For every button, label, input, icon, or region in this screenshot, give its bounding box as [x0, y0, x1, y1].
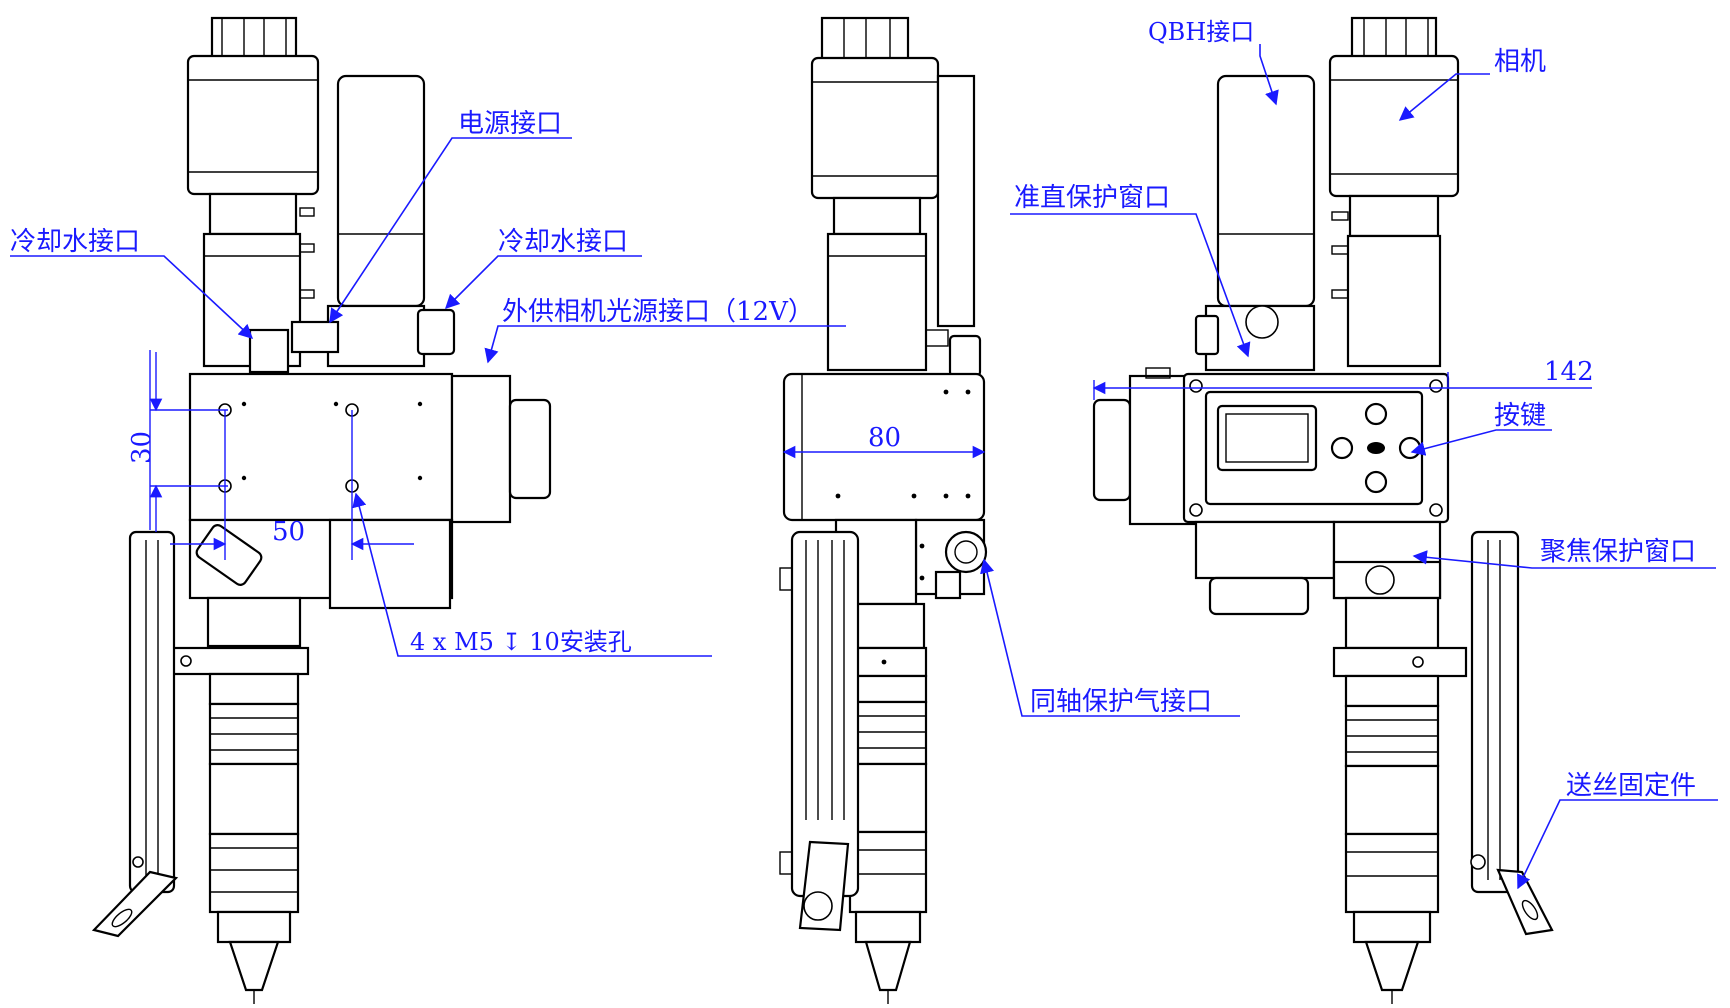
dim-80: 80 — [868, 423, 901, 453]
dim-50: 50 — [272, 517, 305, 547]
label-focus-window: 聚焦保护窗口 — [1540, 537, 1696, 567]
center-view — [779, 16, 988, 1004]
left-view — [91, 16, 552, 1004]
right-view — [1092, 16, 1554, 1004]
dimension-labels: 30 50 80 142 — [127, 357, 1594, 547]
label-cooling-water-left: 冷却水接口 — [10, 227, 140, 257]
label-keys: 按键 — [1494, 401, 1546, 431]
label-power-port: 电源接口 — [458, 109, 562, 139]
label-wire-feed-fixture: 送丝固定件 — [1566, 771, 1696, 801]
dim-30: 30 — [127, 431, 157, 464]
label-camera-light-port: 外供相机光源接口（12V） — [502, 297, 814, 327]
dim-142: 142 — [1544, 357, 1594, 387]
label-collimator-window: 准直保护窗口 — [1014, 183, 1170, 213]
label-coaxial-gas-port: 同轴保护气接口 — [1030, 687, 1212, 717]
label-cooling-water-right: 冷却水接口 — [498, 227, 628, 257]
label-mount-holes: 4 x M5 ↧ 10安装孔 — [410, 628, 632, 656]
dimension-lines — [149, 350, 1592, 560]
label-camera: 相机 — [1494, 47, 1546, 77]
label-qbh-port: QBH接口 — [1148, 18, 1254, 46]
leader-lines — [10, 44, 1718, 890]
callout-labels: 电源接口 冷却水接口 冷却水接口 外供相机光源接口（12V） 4 x M5 ↧ … — [10, 18, 1696, 801]
